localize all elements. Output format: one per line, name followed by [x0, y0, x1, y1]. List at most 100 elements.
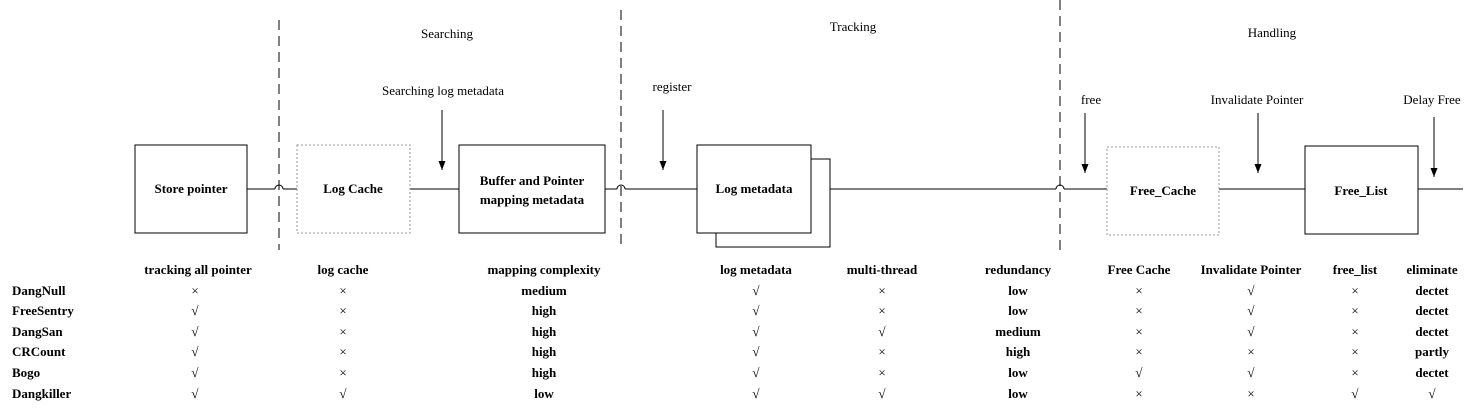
- row-label: DangSan: [12, 323, 63, 339]
- table-cell: dectet: [1415, 364, 1449, 380]
- table-cell: √: [191, 385, 199, 401]
- table-cell: high: [531, 344, 557, 360]
- table-cell: √: [191, 323, 199, 339]
- table-cell: ×: [339, 364, 347, 380]
- table-cell: ×: [1351, 323, 1359, 339]
- delay-free-label: Delay Free: [1403, 92, 1461, 107]
- log-metadata-label: Log metadata: [716, 181, 793, 196]
- table-cell: √: [191, 344, 199, 360]
- table-cell: low: [1008, 282, 1028, 298]
- column-header: log cache: [317, 262, 369, 277]
- mapping-metadata-label-line1: Buffer and Pointer: [480, 173, 585, 188]
- table-cell: √: [1428, 385, 1436, 401]
- pipeline-diagram: Searching Tracking Handling Store pointe…: [134, 0, 1463, 250]
- table-cell: dectet: [1415, 323, 1449, 339]
- table-cell: ×: [878, 364, 886, 380]
- row-label: Bogo: [12, 364, 41, 380]
- table-cell: √: [1247, 282, 1255, 298]
- table-cell: √: [752, 303, 760, 319]
- row-label: Dangkiller: [12, 385, 72, 401]
- phase-title-searching: Searching: [421, 26, 473, 41]
- column-header: multi-thread: [846, 262, 918, 277]
- register-label: register: [653, 79, 693, 94]
- searching-log-metadata-label: Searching log metadata: [382, 83, 504, 98]
- table-cell: ×: [878, 303, 886, 319]
- table-cell: √: [752, 323, 760, 339]
- column-header: Free Cache: [1107, 262, 1171, 277]
- table-cell: ×: [339, 303, 347, 319]
- table-cell: ×: [878, 344, 886, 360]
- comparison-table: tracking all pointer log cache mapping c…: [0, 262, 1483, 406]
- column-header: Invalidate Pointer: [1200, 262, 1302, 277]
- table-cell: low: [534, 385, 554, 401]
- column-header: free_list: [1332, 262, 1378, 277]
- table-cell: ×: [1135, 344, 1143, 360]
- phase-title-handling: Handling: [1248, 25, 1297, 40]
- table-cell: √: [1351, 385, 1359, 401]
- table-cell: ×: [1351, 344, 1359, 360]
- table-cell: √: [878, 385, 886, 401]
- log-cache-box: [296, 144, 411, 234]
- free-cache-box: [1106, 146, 1220, 236]
- table-cell: √: [1247, 364, 1255, 380]
- table-cell: medium: [521, 282, 567, 298]
- free-list-label: Free_List: [1334, 183, 1388, 198]
- table-cell: low: [1008, 364, 1028, 380]
- table-cell: √: [752, 344, 760, 360]
- table-cell: ×: [878, 282, 886, 298]
- table-cell: √: [191, 364, 199, 380]
- table-row: CRCount √ × high √ × high × × × partly: [0, 344, 1483, 365]
- mapping-metadata-box: [458, 144, 606, 234]
- table-cell: ×: [1135, 303, 1143, 319]
- table-cell: ×: [1351, 303, 1359, 319]
- phase-title-tracking: Tracking: [830, 19, 877, 34]
- table-row: Dangkiller √ √ low √ √ low × × √ √: [0, 386, 1483, 407]
- table-cell: ×: [1351, 364, 1359, 380]
- table-cell: partly: [1415, 344, 1449, 360]
- column-header: mapping complexity: [487, 262, 601, 277]
- table-cell: medium: [995, 323, 1041, 339]
- table-row: DangNull × × medium √ × low × √ × dectet: [0, 283, 1483, 304]
- table-cell: √: [1247, 303, 1255, 319]
- table-header-row: tracking all pointer log cache mapping c…: [0, 262, 1483, 283]
- table-cell: dectet: [1415, 303, 1449, 319]
- free-cache-label: Free_Cache: [1130, 183, 1196, 198]
- table-cell: √: [752, 385, 760, 401]
- store-pointer-box: [134, 144, 248, 234]
- column-header: log metadata: [720, 262, 792, 277]
- table-cell: high: [1005, 344, 1031, 360]
- table-cell: ×: [191, 282, 199, 298]
- flow-line: [247, 184, 1463, 190]
- table-cell: √: [1247, 323, 1255, 339]
- log-cache-label: Log Cache: [323, 181, 383, 196]
- table-cell: ×: [339, 323, 347, 339]
- table-cell: √: [878, 323, 886, 339]
- mapping-metadata-label-line2: mapping metadata: [480, 192, 585, 207]
- table-cell: ×: [1135, 282, 1143, 298]
- invalidate-pointer-label: Invalidate Pointer: [1211, 92, 1304, 107]
- table-cell: ×: [339, 344, 347, 360]
- table-cell: low: [1008, 303, 1028, 319]
- free-list-box: [1304, 145, 1419, 235]
- table-cell: dectet: [1415, 282, 1449, 298]
- column-header: eliminate: [1406, 262, 1458, 277]
- table-cell: √: [191, 303, 199, 319]
- table-cell: √: [752, 364, 760, 380]
- table-cell: √: [1135, 364, 1143, 380]
- row-label: CRCount: [12, 344, 66, 360]
- table-row: FreeSentry √ × high √ × low × √ × dectet: [0, 303, 1483, 324]
- free-label: free: [1081, 92, 1101, 107]
- table-row: DangSan √ × high √ √ medium × √ × dectet: [0, 324, 1483, 345]
- table-cell: √: [339, 385, 347, 401]
- table-row: Bogo √ × high √ × low √ √ × dectet: [0, 365, 1483, 386]
- table-cell: high: [531, 303, 557, 319]
- table-cell: high: [531, 323, 557, 339]
- table-cell: ×: [1351, 282, 1359, 298]
- table-cell: low: [1008, 385, 1028, 401]
- column-header: redundancy: [984, 262, 1052, 277]
- table-cell: high: [531, 364, 557, 380]
- column-header: tracking all pointer: [144, 262, 252, 277]
- table-cell: ×: [1247, 385, 1255, 401]
- table-cell: ×: [1247, 344, 1255, 360]
- table-cell: ×: [339, 282, 347, 298]
